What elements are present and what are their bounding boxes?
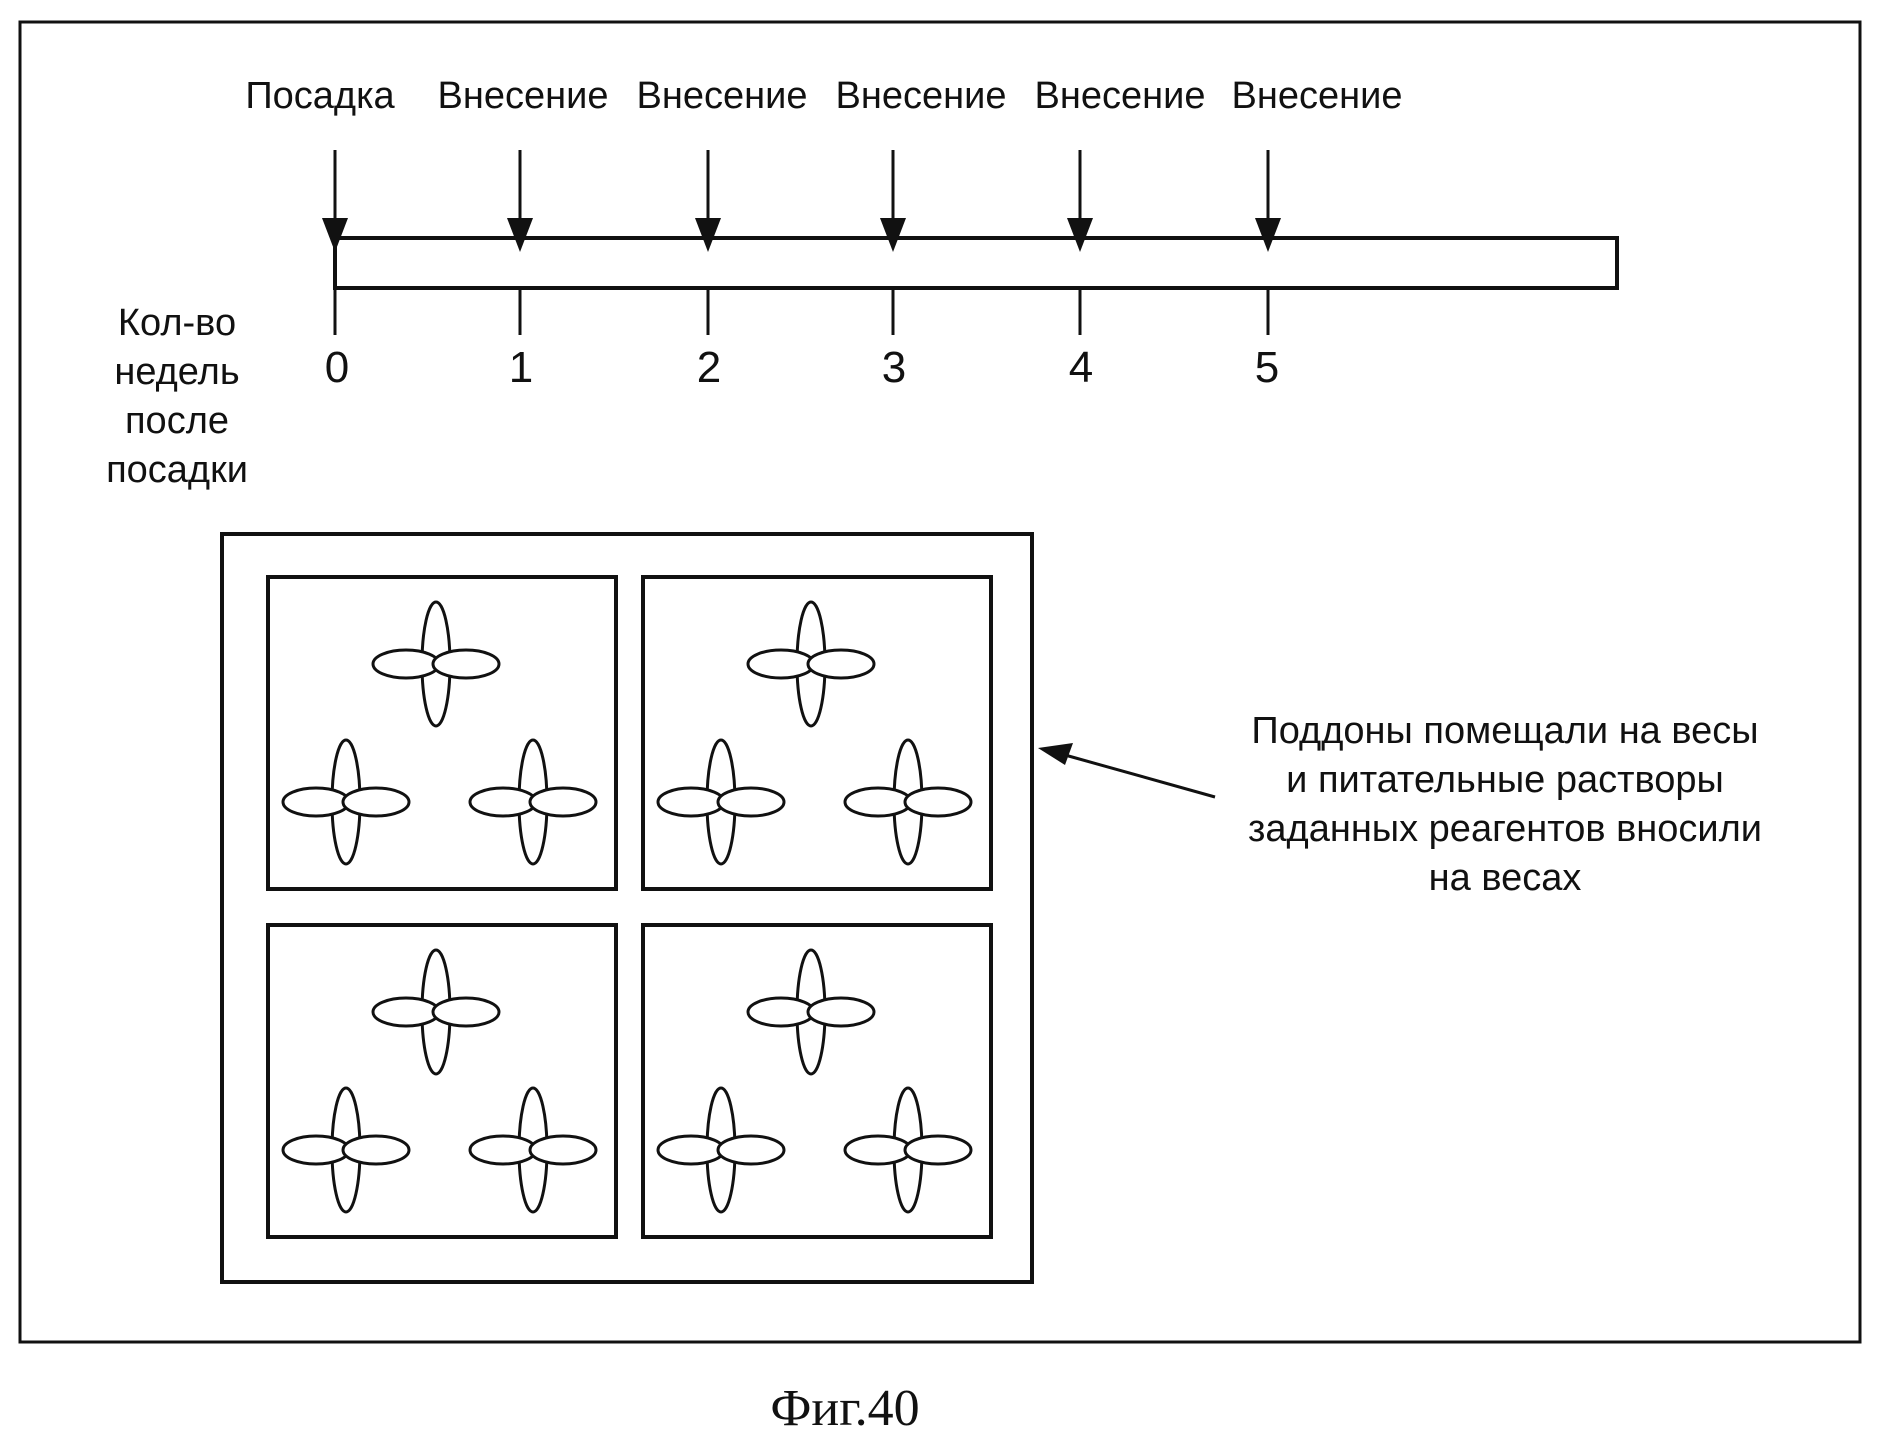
- arrow-week-1: [507, 150, 533, 335]
- pot-3: [268, 925, 616, 1237]
- four-petal-plant-icon: [373, 950, 499, 1074]
- scale-tray: [222, 534, 1032, 1282]
- axis-label-line-3: после: [125, 400, 229, 442]
- four-petal-plant-icon: [845, 740, 971, 864]
- four-petal-plant-icon: [470, 740, 596, 864]
- axis-label-line-1: Кол-во: [118, 302, 236, 344]
- pot-4: [643, 925, 991, 1237]
- axis-label-line-2: недель: [114, 351, 239, 393]
- event-label-application-5: Внесение: [1232, 75, 1403, 117]
- arrow-week-5: [1255, 150, 1281, 335]
- week-number-4: 4: [1069, 343, 1093, 392]
- week-number-3: 3: [882, 343, 906, 392]
- four-petal-plant-icon: [283, 1088, 409, 1212]
- arrow-week-4: [1067, 150, 1093, 335]
- event-label-application-4: Внесение: [1035, 75, 1206, 117]
- event-label-application-2: Внесение: [637, 75, 808, 117]
- pot-2: [643, 577, 991, 889]
- four-petal-plant-icon: [845, 1088, 971, 1212]
- week-number-1: 1: [509, 343, 533, 392]
- arrow-week-3: [880, 150, 906, 335]
- annotation-text: Поддоны помещали на весы и питательные р…: [1248, 710, 1762, 899]
- annotation-line-4: на весах: [1429, 857, 1582, 899]
- timeline-bar: [335, 238, 1617, 288]
- tray-outer: [222, 534, 1032, 1282]
- event-label-application-1: Внесение: [438, 75, 609, 117]
- timeline-arrows: [322, 150, 1281, 335]
- four-petal-plant-icon: [283, 740, 409, 864]
- week-number-5: 5: [1255, 343, 1279, 392]
- annotation-line-3: заданных реагентов вносили: [1248, 808, 1762, 850]
- arrow-week-2: [695, 150, 721, 335]
- arrow-week-0: [322, 150, 348, 335]
- four-petal-plant-icon: [470, 1088, 596, 1212]
- figure-caption: Фиг.40: [770, 1380, 919, 1437]
- timeline-events: Посадка Внесение Внесение Внесение Внесе…: [245, 75, 1402, 117]
- annotation-arrow: [1038, 743, 1215, 797]
- event-label-application-3: Внесение: [836, 75, 1007, 117]
- annotation-line-2: и питательные растворы: [1286, 759, 1724, 801]
- four-petal-plant-icon: [658, 740, 784, 864]
- week-number-2: 2: [697, 343, 721, 392]
- pot-1: [268, 577, 616, 889]
- annotation-line-1: Поддоны помещали на весы: [1251, 710, 1758, 752]
- week-numbers: 0 1 2 3 4 5: [325, 343, 1279, 392]
- event-label-planting: Посадка: [245, 75, 395, 117]
- four-petal-plant-icon: [748, 950, 874, 1074]
- four-petal-plant-icon: [373, 602, 499, 726]
- axis-label-line-4: посадки: [106, 449, 248, 491]
- four-petal-plant-icon: [748, 602, 874, 726]
- four-petal-plant-icon: [658, 1088, 784, 1212]
- weeks-axis-label: Кол-во недель после посадки: [106, 302, 248, 491]
- pots-grid: [268, 577, 991, 1237]
- week-number-0: 0: [325, 343, 349, 392]
